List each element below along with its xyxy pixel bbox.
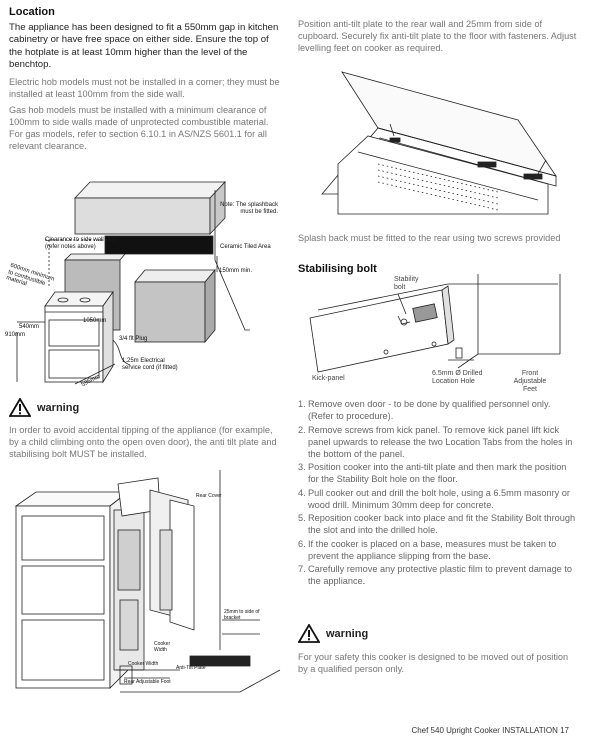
dim-540-label: 540mm [19, 324, 40, 330]
warning-heading-left: warning [9, 398, 79, 417]
step-number: 2. [298, 424, 306, 435]
cooker-width-label-top: Cooker Width [154, 641, 171, 653]
location-paragraph: The appliance has been designed to fit a… [9, 22, 279, 71]
rear-cover-label: Rear Cover [196, 493, 222, 499]
location-heading: Location [9, 6, 55, 18]
warning-heading-right: warning [298, 624, 368, 643]
step-item: 3.Position cooker into the anti-tilt pla… [298, 461, 578, 485]
installation-clearance-diagram: Note: The splashback must be fitted. Cle… [5, 160, 295, 390]
cord-label: 1.25m Electrical service cord (if fitted… [122, 358, 178, 371]
step-number: 3. [298, 462, 306, 472]
page-footer: Chef 540 Upright Cooker INSTALLATION 17 [411, 726, 569, 735]
step-number: 5. [298, 513, 306, 523]
step-text: Carefully remove any protective plastic … [308, 564, 573, 586]
step-text: Pull cooker out and drill the bolt hole,… [308, 487, 570, 510]
step-number: 1. [298, 399, 306, 409]
installation-clearance-illustration [16, 180, 250, 385]
stabilising-bolt-illustration [309, 274, 561, 373]
anti-tilt-illustration [14, 470, 281, 693]
gas-paragraph: Gas hob models must be installed with a … [9, 104, 269, 151]
plug-label: 3/4 flt Plug [119, 336, 148, 342]
splashback-caption: Splash back must be fitted to the rear u… [298, 233, 561, 243]
drilled-hole-label: 6.5mm Ø Drilled Location Hole [432, 370, 483, 385]
kick-panel-label: Kick-panel [312, 375, 345, 382]
step-item: 6.If the cooker is placed on a base, mea… [298, 538, 578, 562]
anti-tilt-intro: Position anti-tilt plate to the rear wal… [298, 19, 577, 53]
stabilising-steps: 1.Remove oven door - to be done by quali… [298, 398, 578, 589]
step-number: 4. [298, 487, 306, 498]
step-item: 1.Remove oven door - to be done by quali… [298, 398, 578, 422]
step-text: Remove screws from kick panel. To remove… [308, 424, 573, 459]
left-column: Location The appliance has been designed… [9, 6, 284, 152]
bracket-label: 25mm to side of bracket [224, 609, 260, 621]
warning-title-right: warning [326, 627, 369, 640]
step-number: 7. [298, 564, 306, 574]
splashback-illustration [321, 71, 557, 215]
stabilising-bolt-heading: Stabilising bolt [298, 263, 377, 275]
warning-text-right: For your safety this cooker is designed … [298, 652, 569, 674]
electric-paragraph: Electric hob models must not be installe… [9, 76, 280, 99]
step-item: 5.Reposition cooker back into place and … [298, 512, 578, 536]
step-text: Position cooker into the anti-tilt plate… [308, 462, 567, 484]
warning-title-left: warning [37, 401, 80, 414]
cooker-width-label-bottom: Cooker Width [128, 661, 159, 667]
step-item: 2.Remove screws from kick panel. To remo… [298, 424, 578, 460]
stabilising-bolt-diagram: Stability bolt Kick-panel 6.5mm Ø Drille… [298, 274, 580, 394]
steps-list: 1.Remove oven door - to be done by quali… [298, 398, 578, 587]
front-feet-label: Front Adjustable Feet [513, 370, 547, 393]
splashback-note: Note: The splashback must be fitted. [220, 202, 278, 215]
clearance-label: Clearance to side wall (refer notes abov… [45, 237, 104, 250]
dim-1050-label: 1050mm [83, 318, 107, 324]
warning-text-left: In order to avoid accidental tipping of … [9, 425, 277, 459]
step-text: If the cooker is placed on a base, measu… [308, 538, 557, 561]
step-text: Reposition cooker back into place and fi… [308, 513, 576, 535]
rear-foot-label: Rear Adjustable Foot [124, 679, 171, 685]
warning-triangle-icon [9, 398, 31, 417]
step-number: 6. [298, 538, 306, 549]
splashback-rear-diagram [298, 64, 580, 224]
anti-tilt-plate-label: Anti-Tilt Plate [176, 665, 206, 671]
dim-910-label: 910mm [5, 332, 26, 338]
stability-bolt-label: Stability bolt [394, 276, 419, 291]
step-text: Remove oven door - to be done by qualifi… [308, 399, 551, 421]
step-item: 7.Carefully remove any protective plasti… [298, 563, 578, 587]
dim-150-label: 150mm min. [219, 268, 253, 274]
warning-triangle-icon [298, 624, 320, 643]
ceramic-label: Ceramic Tiled Area [220, 244, 271, 250]
anti-tilt-plate-diagram: Rear Cover Cooker Width 25mm to side of … [10, 470, 295, 700]
step-item: 4.Pull cooker out and drill the bolt hol… [298, 487, 578, 511]
